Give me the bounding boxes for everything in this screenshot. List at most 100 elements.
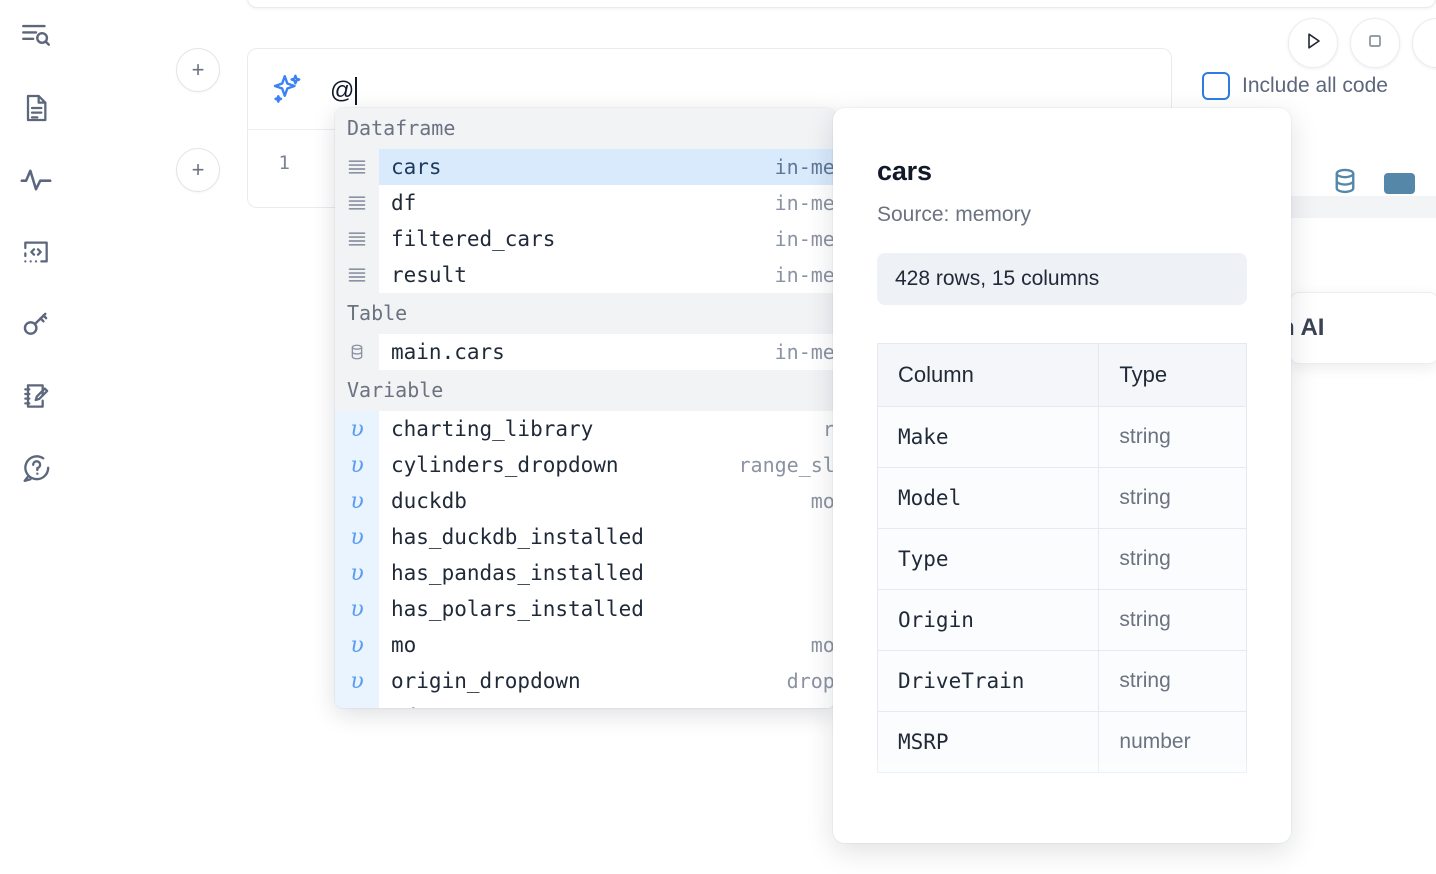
dataframe-preview-panel: cars Source: memory 428 rows, 15 columns… xyxy=(833,108,1291,843)
schema-column-name: Origin xyxy=(876,589,1100,651)
autocomplete-item-type: module xyxy=(810,633,835,657)
database-icon[interactable] xyxy=(1330,166,1360,201)
code-snippet-icon xyxy=(20,236,52,268)
autocomplete-item-type: in-memory xyxy=(774,263,835,287)
autocomplete-item[interactable]: result in-memory xyxy=(335,257,835,293)
autocomplete-item-name: has_pandas_installed xyxy=(391,561,644,585)
autocomplete-section-header: Table xyxy=(335,293,835,334)
variable-icon: υ xyxy=(335,663,379,699)
autocomplete-item[interactable]: υduckdbmodule xyxy=(335,483,835,519)
sidebar-item-secrets[interactable] xyxy=(14,302,58,346)
autocomplete-item-type: module xyxy=(793,705,835,708)
schema-column-name: Make xyxy=(876,406,1100,468)
schema-column-type: string xyxy=(1098,406,1247,468)
key-icon xyxy=(20,308,52,340)
notebook-edit-icon xyxy=(20,380,52,412)
autocomplete-item-type: module xyxy=(810,489,835,513)
autocomplete-item-body: filtered_cars in-memory xyxy=(379,221,835,257)
autocomplete-item-name: cylinders_dropdown xyxy=(391,453,619,477)
autocomplete-item[interactable]: filtered_cars in-memory xyxy=(335,221,835,257)
autocomplete-item[interactable]: υmomodule xyxy=(335,627,835,663)
preview-shape-badge: 428 rows, 15 columns xyxy=(877,253,1247,305)
type-header: Type xyxy=(1098,343,1247,407)
include-all-code-checkbox[interactable] xyxy=(1202,72,1230,100)
sidebar-item-scratchpad[interactable] xyxy=(14,374,58,418)
schema-column-type: string xyxy=(1098,467,1247,529)
autocomplete-item-body: has_duckdb_installedbool xyxy=(379,519,835,555)
autocomplete-item-type: radio xyxy=(822,417,835,441)
sidebar-item-snippets[interactable] xyxy=(14,230,58,274)
variable-icon: υ xyxy=(335,447,379,483)
add-cell-button-bottom[interactable]: + xyxy=(176,148,220,192)
sidebar-item-help[interactable] xyxy=(14,446,58,490)
explore-search-icon xyxy=(19,19,53,53)
variable-icon: υ xyxy=(335,411,379,447)
with-ai-chip[interactable]: h AI xyxy=(1280,292,1436,364)
more-actions-button[interactable] xyxy=(1412,18,1436,68)
sidebar-item-explore[interactable] xyxy=(14,14,58,58)
autocomplete-item-name: charting_library xyxy=(391,417,594,441)
run-cell-button[interactable] xyxy=(1288,18,1338,68)
autocomplete-item-body: momodule xyxy=(379,627,835,663)
play-icon xyxy=(1301,29,1325,58)
autocomplete-item[interactable]: υ cylinders_dropdown range_slider xyxy=(335,447,835,483)
autocomplete-section-header: Dataframe xyxy=(335,108,835,149)
sidebar-item-activity[interactable] xyxy=(14,158,58,202)
variable-icon: υ xyxy=(335,519,379,555)
autocomplete-item-body: has_pandas_installedbool xyxy=(379,555,835,591)
sidebar-item-documentation[interactable] xyxy=(14,86,58,130)
variable-icon: υ xyxy=(335,627,379,663)
stop-icon xyxy=(1363,29,1387,58)
line-number: 1 xyxy=(278,152,290,174)
mention-autocomplete-dropdown[interactable]: Dataframecarsin-memorydfin-memoryfiltere… xyxy=(335,108,835,708)
sparkles-icon xyxy=(269,71,305,107)
autocomplete-item-body: pdmodule xyxy=(379,699,835,708)
autocomplete-item[interactable]: υ charting_library radio xyxy=(335,411,835,447)
cell-output-icons: M↓ xyxy=(1330,166,1415,201)
include-all-code-row[interactable]: Include all code xyxy=(1202,72,1388,100)
autocomplete-item-type: range_slider xyxy=(738,453,836,477)
schema-column-type: string xyxy=(1098,589,1247,651)
ai-prompt-input[interactable]: @ xyxy=(330,69,1159,113)
add-cell-button-top[interactable]: + xyxy=(176,48,220,92)
autocomplete-item-type: in-memory xyxy=(774,155,835,179)
previous-cell-stub xyxy=(247,0,1436,8)
markdown-icon[interactable]: M↓ xyxy=(1384,173,1415,194)
autocomplete-item-name: filtered_cars xyxy=(391,227,556,251)
autocomplete-section-header: Variable xyxy=(335,370,835,411)
column-header: Column xyxy=(876,343,1100,407)
schema-column-type: string xyxy=(1098,528,1247,590)
preview-title: cars xyxy=(877,156,932,186)
schema-column-name: MSRP xyxy=(876,711,1100,773)
dataframe-icon xyxy=(335,185,379,221)
dataframe-icon xyxy=(335,149,379,185)
plus-icon: + xyxy=(191,157,205,182)
schema-column-type: string xyxy=(1098,650,1247,712)
autocomplete-item-type: in-memory xyxy=(774,340,835,364)
autocomplete-item-type: in-memory xyxy=(774,227,835,251)
autocomplete-item-name: result xyxy=(391,263,467,287)
autocomplete-item-body: origin_dropdowndropdown xyxy=(379,663,835,699)
autocomplete-item[interactable]: υpdmodule xyxy=(335,699,835,708)
variable-icon: υ xyxy=(335,555,379,591)
schema-column-type: number xyxy=(1098,711,1247,773)
variable-icon: υ xyxy=(335,483,379,519)
autocomplete-item-name: df xyxy=(391,191,417,215)
cell-run-controls xyxy=(1288,18,1436,68)
document-icon xyxy=(20,92,52,124)
autocomplete-item-body: duckdbmodule xyxy=(379,483,835,519)
stop-cell-button[interactable] xyxy=(1350,18,1400,68)
